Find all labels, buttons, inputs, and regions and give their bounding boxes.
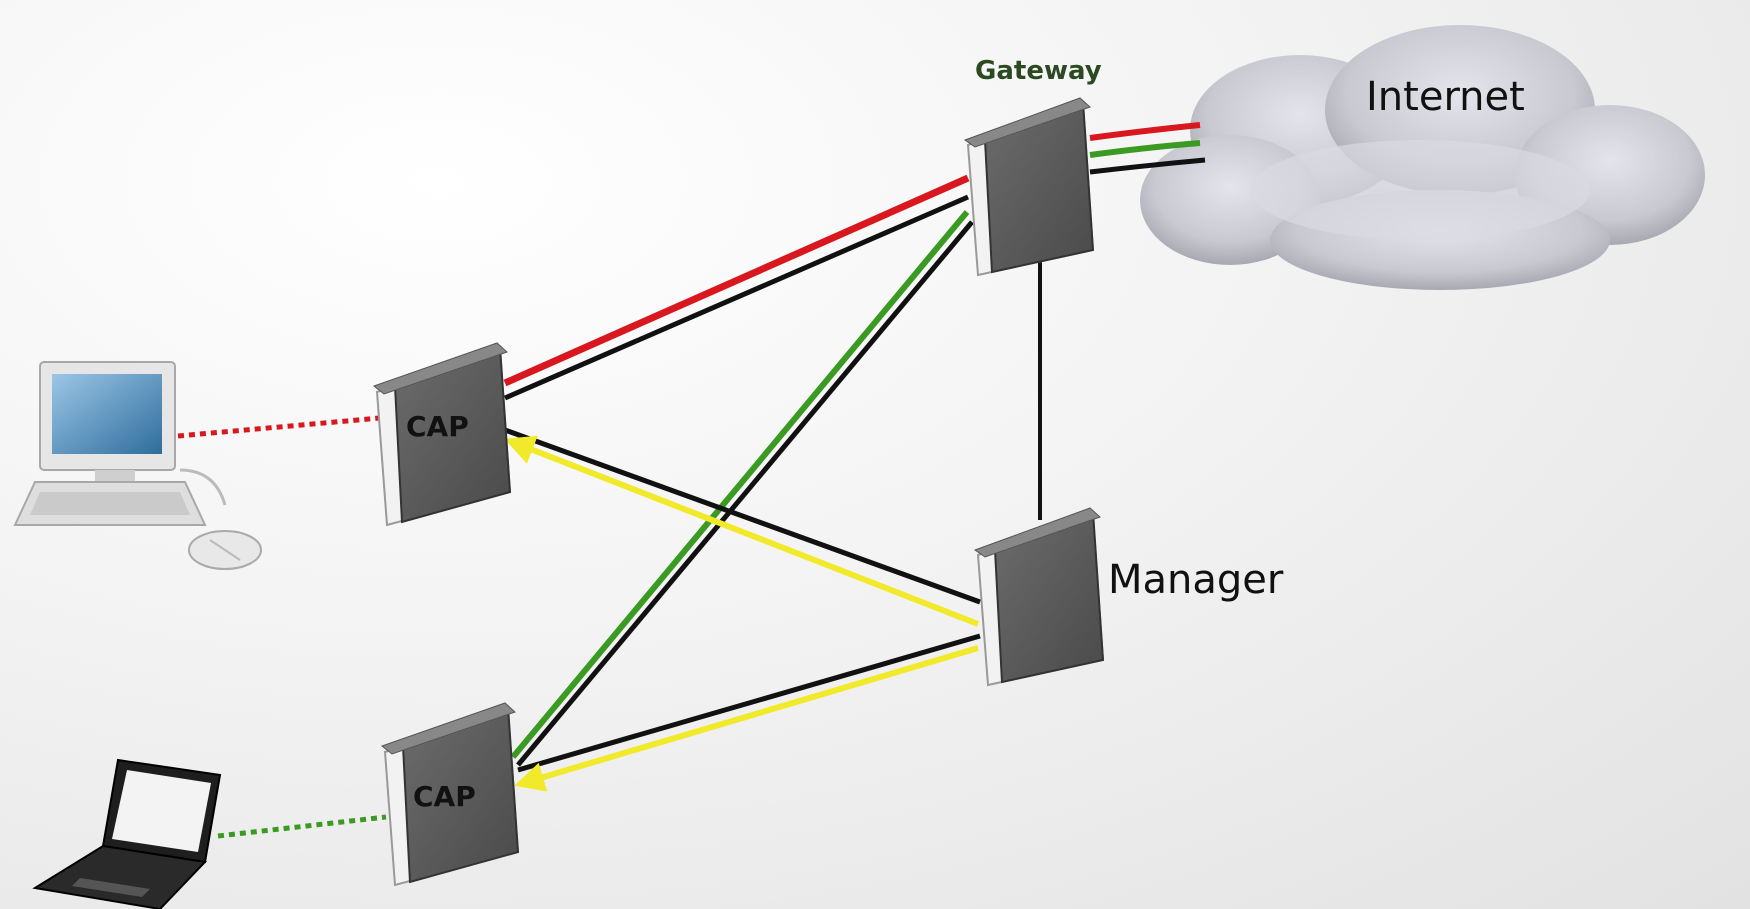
link-cap-bottom-manager-black (517, 633, 981, 773)
link-manager-cap-bottom-yellow (514, 645, 979, 792)
gateway-label: Gateway (975, 56, 1102, 86)
gateway-device-icon (963, 97, 1095, 277)
cap-top-device-icon (372, 342, 512, 527)
desktop-computer-icon (13, 361, 262, 570)
manager-device-icon (973, 507, 1105, 687)
link-laptop-cap-bottom (217, 814, 387, 839)
cap-bottom-device-icon (380, 702, 520, 887)
link-cap-top-gateway-red (503, 174, 970, 387)
cap-bottom-label: CAP (413, 780, 476, 813)
link-cap-top-manager-black (504, 427, 981, 605)
gateway-internet-links (1089, 122, 1206, 175)
internet-cloud-icon (1140, 25, 1705, 290)
link-cap-top-gateway-black (504, 194, 969, 401)
cap-top-label: CAP (406, 410, 469, 443)
link-manager-cap-top-yellow (504, 435, 980, 627)
link-cap-bottom-gateway-green (510, 210, 970, 759)
link-desktop-cap-top (177, 415, 381, 439)
internet-label: Internet (1366, 74, 1525, 120)
laptop-icon (32, 758, 222, 909)
network-links (177, 174, 1042, 839)
manager-label: Manager (1108, 557, 1284, 603)
link-cap-bottom-gateway-black (516, 220, 974, 767)
